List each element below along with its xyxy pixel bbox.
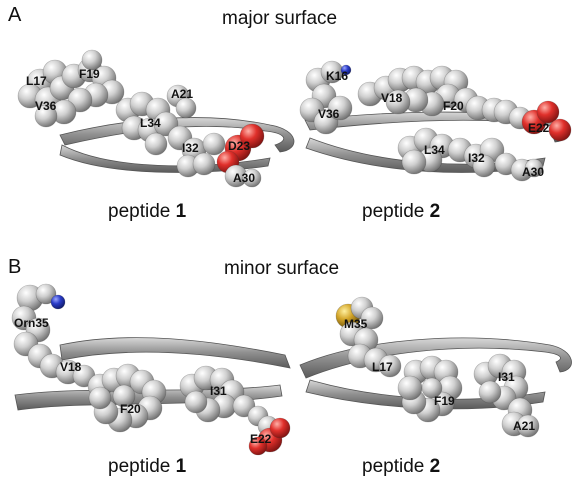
residue-label: L34 xyxy=(140,116,161,130)
residue-label: I32 xyxy=(468,151,485,165)
carbon-atom xyxy=(401,149,427,175)
oxygen-atom xyxy=(269,417,291,439)
nitrogen-atom xyxy=(50,294,66,310)
residue-label: A30 xyxy=(233,171,255,185)
carbon-atom xyxy=(34,104,58,128)
panel-a-title: major surface xyxy=(222,8,338,29)
panel-a-right-caption: peptide 2 xyxy=(362,201,441,222)
residue-label: V36 xyxy=(35,99,57,113)
carbon-atom xyxy=(144,132,168,156)
carbon-atom xyxy=(35,283,57,305)
residue-label: I31 xyxy=(210,384,227,398)
residue-label: V18 xyxy=(60,360,82,374)
panel-b-right-labels: M35 L17 F19 I31 A21 xyxy=(344,317,535,433)
carbon-atom xyxy=(175,97,197,119)
oxygen-atom xyxy=(548,118,572,142)
carbon-atom xyxy=(385,89,411,115)
carbon-atom xyxy=(81,49,103,71)
panel-a-left-labels: L17 F19 V36 A21 L34 I32 D23 A30 xyxy=(26,67,255,185)
oxygen-atom xyxy=(536,100,560,124)
panel-b-left-labels: Orn35 V18 F20 I31 E22 xyxy=(14,316,272,446)
residue-label: I32 xyxy=(182,141,199,155)
residue-label: D23 xyxy=(228,139,250,153)
panel-b-left-caption: peptide 1 xyxy=(108,456,187,477)
residue-label: F19 xyxy=(434,394,455,408)
residue-label: L17 xyxy=(372,360,393,374)
carbon-atom xyxy=(112,384,136,408)
space-filling-atoms xyxy=(11,49,572,456)
residue-label: A21 xyxy=(513,419,535,433)
residue-label: F20 xyxy=(443,99,464,113)
carbon-atom xyxy=(524,158,544,178)
residue-label: L34 xyxy=(424,143,445,157)
carbon-atom xyxy=(192,152,216,176)
carbon-atom xyxy=(242,168,262,188)
carbon-atom xyxy=(478,380,502,404)
residue-label: A21 xyxy=(171,87,193,101)
carbon-atom xyxy=(421,377,443,399)
residue-label: K16 xyxy=(326,69,348,83)
carbon-atom xyxy=(516,414,540,438)
residue-label: F19 xyxy=(79,67,100,81)
residue-label: V36 xyxy=(318,107,340,121)
carbon-atom xyxy=(472,154,496,178)
panel-a-left-caption: peptide 1 xyxy=(108,201,187,222)
carbon-atom xyxy=(397,375,423,401)
oxygen-atom xyxy=(248,436,268,456)
carbon-atom xyxy=(327,95,353,121)
nitrogen-atom xyxy=(340,64,352,76)
panel-b-letter: B xyxy=(8,256,22,278)
residue-label: M35 xyxy=(344,317,368,331)
residue-label: E22 xyxy=(250,432,272,446)
panel-b-right-caption: peptide 2 xyxy=(362,456,441,477)
residue-label: A30 xyxy=(522,165,544,179)
residue-label: F20 xyxy=(120,402,141,416)
carbon-atom xyxy=(360,306,384,330)
carbon-atom xyxy=(202,132,226,156)
carbon-atom xyxy=(88,386,112,410)
residue-label: E22 xyxy=(528,121,550,135)
residue-label: L17 xyxy=(26,74,47,88)
panel-a-letter: A xyxy=(8,4,22,26)
carbon-atom xyxy=(184,390,208,414)
carbon-atom xyxy=(378,354,402,378)
panel-b-title: minor surface xyxy=(224,258,340,279)
residue-label: Orn35 xyxy=(14,316,49,330)
residue-label: I31 xyxy=(498,370,515,384)
panel-a-right-labels: K16 V18 F20 V36 E22 L34 I32 A30 xyxy=(318,69,550,179)
oxygen-atom xyxy=(239,123,265,149)
residue-label: V18 xyxy=(381,91,403,105)
